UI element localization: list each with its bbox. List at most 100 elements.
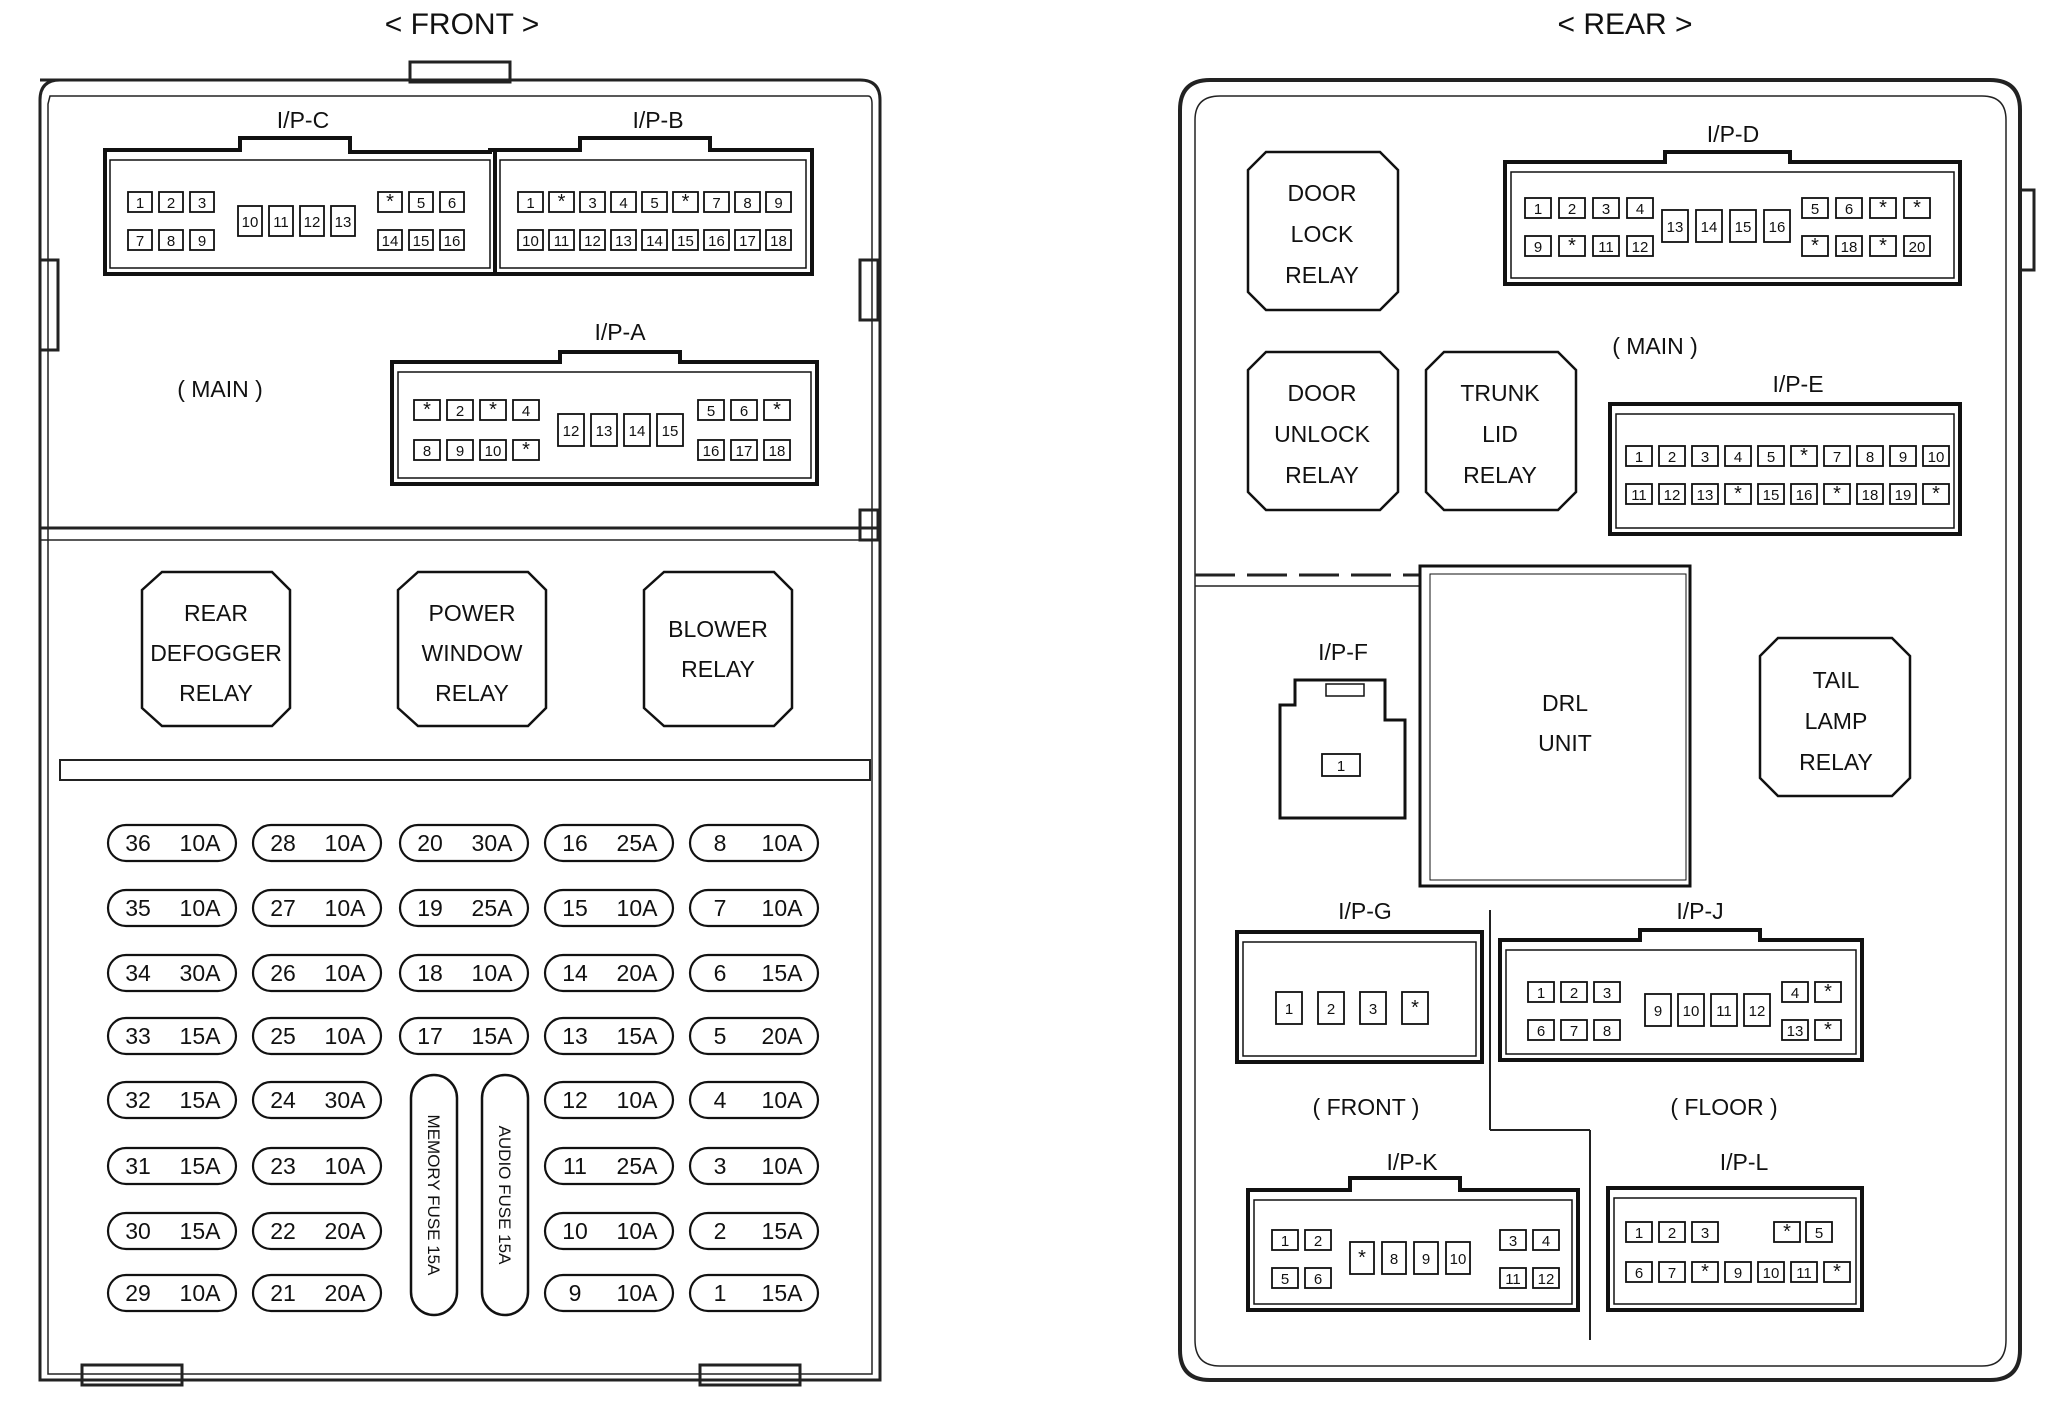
svg-text:13: 13: [596, 423, 613, 440]
svg-text:11: 11: [1505, 1271, 1521, 1288]
svg-text:*: *: [682, 191, 690, 213]
svg-text:14: 14: [646, 233, 663, 250]
svg-text:12: 12: [304, 214, 321, 231]
svg-text:DOOR: DOOR: [1288, 180, 1357, 206]
pin-ipa-18: 18: [763, 439, 791, 461]
svg-text:*: *: [1932, 483, 1940, 505]
svg-text:*: *: [386, 191, 394, 213]
svg-text:15: 15: [1735, 219, 1752, 236]
connector-ip-f: I/P-F 1: [1278, 639, 1407, 820]
pin-ipa-6: 9: [446, 439, 474, 461]
svg-text:*: *: [1913, 197, 1921, 219]
svg-text:17: 17: [739, 233, 756, 250]
svg-text:14: 14: [382, 233, 399, 250]
svg-text:28: 28: [270, 830, 296, 856]
pin-ipc-13: 6: [439, 191, 465, 213]
svg-text:3: 3: [714, 1153, 727, 1179]
pin-ipd-10: 14: [1695, 209, 1723, 243]
svg-text:RELAY: RELAY: [179, 680, 253, 706]
pin-ipd-20: 20: [1903, 235, 1931, 257]
pin-ipl-11: *: [1773, 1221, 1801, 1243]
connector-ip-a-label: I/P-A: [594, 319, 646, 345]
pin-ipd-14: 6: [1835, 197, 1863, 219]
pin-ipe-14: *: [1724, 483, 1752, 505]
svg-text:1: 1: [1337, 758, 1345, 775]
pin-ipk-5: *: [1349, 1241, 1375, 1275]
pin-ipe-5: 5: [1757, 445, 1785, 467]
svg-text:11: 11: [1598, 239, 1614, 256]
pin-ipe-4: 4: [1724, 445, 1752, 467]
svg-text:9: 9: [456, 443, 464, 460]
svg-text:1: 1: [526, 195, 534, 212]
svg-text:2: 2: [1314, 1233, 1322, 1250]
pin-ipc-12: 5: [408, 191, 434, 213]
svg-text:5: 5: [650, 195, 658, 212]
pin-ipj-6: 8: [1593, 1019, 1621, 1041]
pin-ipk-2: 2: [1304, 1229, 1332, 1251]
rear-front-label: ( FRONT ): [1313, 1094, 1420, 1120]
audio-fuse-label: AUDIO FUSE 15A: [495, 1126, 514, 1266]
pin-ipj-13: 13: [1781, 1019, 1809, 1041]
svg-text:2: 2: [1327, 1001, 1335, 1018]
svg-text:1: 1: [136, 195, 144, 212]
svg-text:14: 14: [562, 960, 588, 986]
pin-ipa-17: 17: [730, 439, 758, 461]
front-main-label: ( MAIN ): [177, 376, 263, 402]
svg-text:*: *: [423, 399, 431, 421]
pin-ipj-1: 1: [1527, 981, 1555, 1003]
pin-ipa-9: 12: [557, 413, 585, 447]
svg-text:9: 9: [1734, 1265, 1742, 1282]
pin-ipb-18: 18: [765, 229, 792, 251]
svg-text:10: 10: [1683, 1003, 1700, 1020]
pin-ipb-2: *: [548, 191, 575, 213]
svg-text:27: 27: [270, 895, 296, 921]
svg-text:10: 10: [485, 443, 502, 460]
svg-text:15: 15: [413, 233, 430, 250]
pin-ipc-14: 14: [377, 229, 403, 251]
svg-text:13: 13: [335, 214, 352, 231]
pin-ipj-4: 6: [1527, 1019, 1555, 1041]
svg-text:4: 4: [1791, 985, 1799, 1002]
pin-ipl-4: 6: [1625, 1261, 1653, 1283]
svg-text:16: 16: [444, 233, 461, 250]
svg-text:2: 2: [714, 1218, 727, 1244]
fuse-14: 14 20A: [543, 953, 675, 993]
front-panel-housing: [38, 60, 882, 1387]
svg-text:*: *: [1800, 445, 1808, 467]
pin-ipa-14: 6: [730, 399, 758, 421]
svg-text:24: 24: [270, 1087, 296, 1113]
svg-text:20A: 20A: [617, 960, 659, 986]
svg-text:4: 4: [1636, 201, 1644, 218]
pin-ipb-14: 14: [641, 229, 668, 251]
relay-power-window: POWER WINDOW RELAY: [396, 570, 548, 728]
relay-rear-defogger: REAR DEFOGGER RELAY: [140, 570, 292, 728]
connector-ip-f-label: I/P-F: [1318, 639, 1368, 665]
svg-text:15A: 15A: [617, 1023, 659, 1049]
pin-ipd-2: 2: [1558, 197, 1586, 219]
svg-text:12: 12: [563, 423, 580, 440]
pin-ipd-11: 15: [1729, 209, 1757, 243]
pin-ipj-3: 3: [1593, 981, 1621, 1003]
svg-text:13: 13: [1697, 487, 1714, 504]
rear-title: < REAR >: [1557, 8, 1692, 41]
pin-ipe-18: 18: [1856, 483, 1884, 505]
rear-panel-housing: [1178, 78, 2036, 1382]
pin-ipd-15: *: [1869, 197, 1897, 219]
pin-ipd-1: 1: [1524, 197, 1552, 219]
svg-text:8: 8: [743, 195, 751, 212]
